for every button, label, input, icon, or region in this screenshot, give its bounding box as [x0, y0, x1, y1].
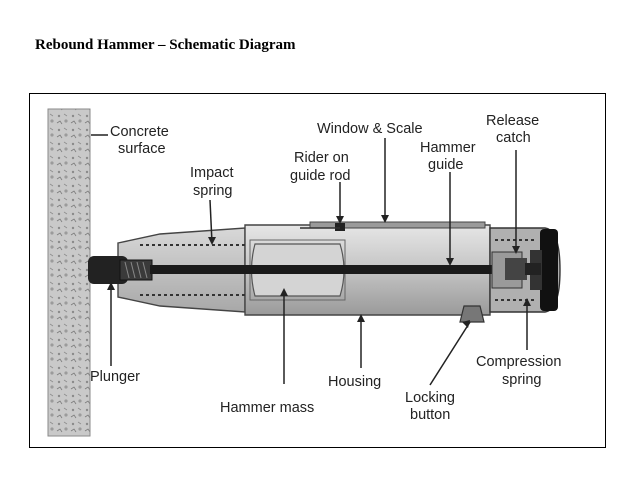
label-concrete-surface-2: surface [118, 141, 166, 157]
label-impact-spring-2: spring [193, 183, 233, 199]
label-compression-spring-1: Compression [476, 354, 561, 370]
plunger [88, 256, 153, 284]
label-rider-1: Rider on [294, 150, 349, 166]
label-release-catch-2: catch [496, 130, 531, 146]
label-hammer-mass: Hammer mass [220, 400, 314, 416]
label-housing: Housing [328, 374, 381, 390]
label-hammer-guide-1: Hammer [420, 140, 476, 156]
label-compression-spring-2: spring [502, 372, 542, 388]
label-release-catch-1: Release [486, 113, 539, 129]
label-impact-spring-1: Impact [190, 165, 234, 181]
locking-button [459, 305, 485, 323]
label-window-scale: Window & Scale [317, 121, 423, 137]
label-locking-button-1: Locking [405, 390, 455, 406]
label-hammer-guide-2: guide [428, 157, 463, 173]
rider [335, 223, 345, 231]
leader-arrowheads [107, 215, 531, 328]
label-concrete-surface-1: Concrete [110, 124, 169, 140]
label-locking-button-2: button [410, 407, 450, 423]
labels: Concrete surface Impact spring Rider on … [90, 113, 561, 423]
diagram-title: Rebound Hammer – Schematic Diagram [35, 37, 296, 53]
label-rider-2: guide rod [290, 168, 350, 184]
label-plunger: Plunger [90, 369, 140, 385]
guide-rod [150, 265, 510, 274]
concrete-surface [47, 108, 91, 437]
release-catch [491, 251, 541, 289]
leader-lines [91, 134, 528, 386]
